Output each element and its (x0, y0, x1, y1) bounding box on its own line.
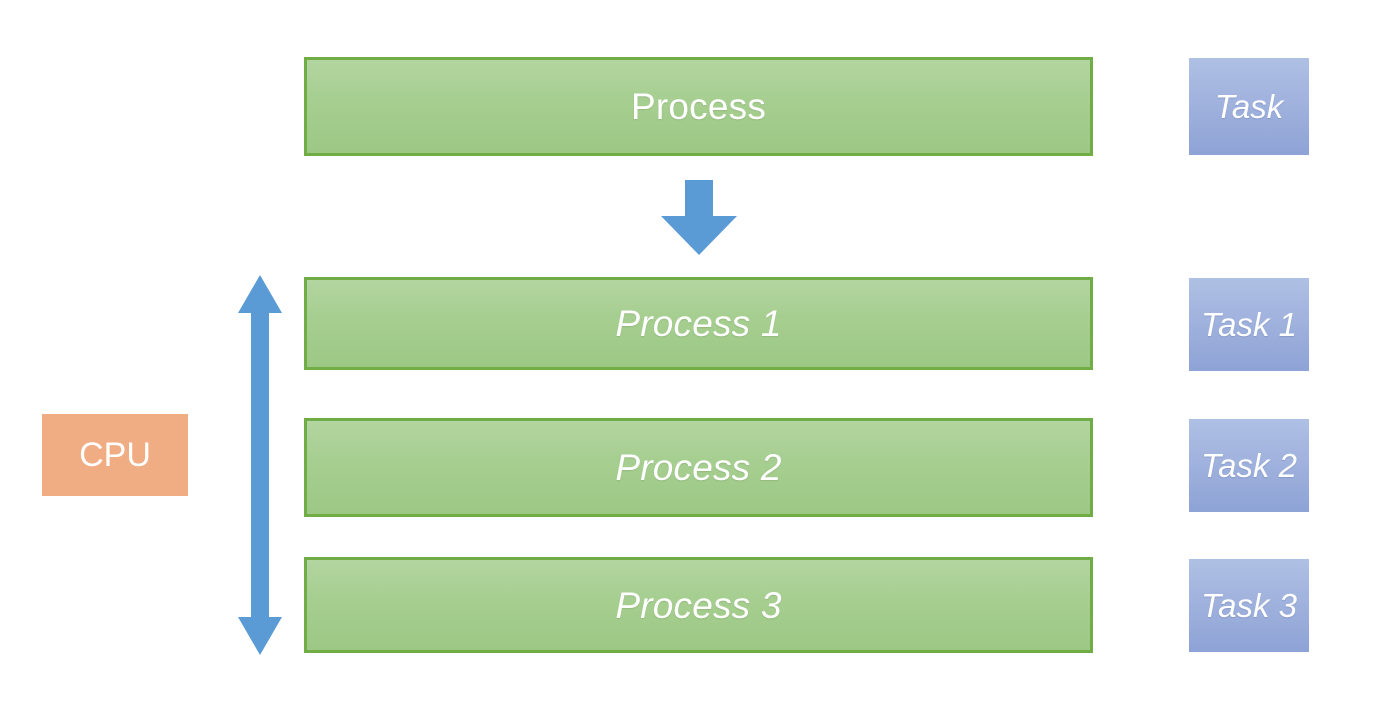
process-box-2[interactable]: Process 2 (304, 418, 1093, 517)
double-headed-vertical-arrow-icon (238, 275, 282, 655)
task-box-1-label: Task 1 (1200, 306, 1297, 343)
task-box-2-label: Task 2 (1200, 447, 1297, 484)
process-box-1-label: Process 1 (615, 303, 782, 344)
process-box-2-label: Process 2 (615, 447, 782, 488)
cpu-box[interactable]: CPU (42, 414, 188, 496)
task-box-1[interactable]: Task 1 (1189, 278, 1309, 371)
process-box-3-label: Process 3 (615, 584, 782, 626)
task-box-3[interactable]: Task 3 (1189, 559, 1309, 652)
task-box-2[interactable]: Task 2 (1189, 419, 1309, 512)
down-arrow-icon (661, 180, 737, 255)
process-box-1[interactable]: Process 1 (304, 277, 1093, 370)
process-box-3[interactable]: Process 3 (304, 557, 1093, 653)
task-box-top[interactable]: Task (1189, 58, 1309, 155)
task-box-3-label: Task 3 (1200, 587, 1297, 624)
task-box-top-label: Task (1214, 88, 1284, 125)
process-box-top-label: Process (630, 86, 767, 127)
process-box-top[interactable]: Process (304, 57, 1093, 156)
cpu-box-label: CPU (79, 436, 151, 474)
